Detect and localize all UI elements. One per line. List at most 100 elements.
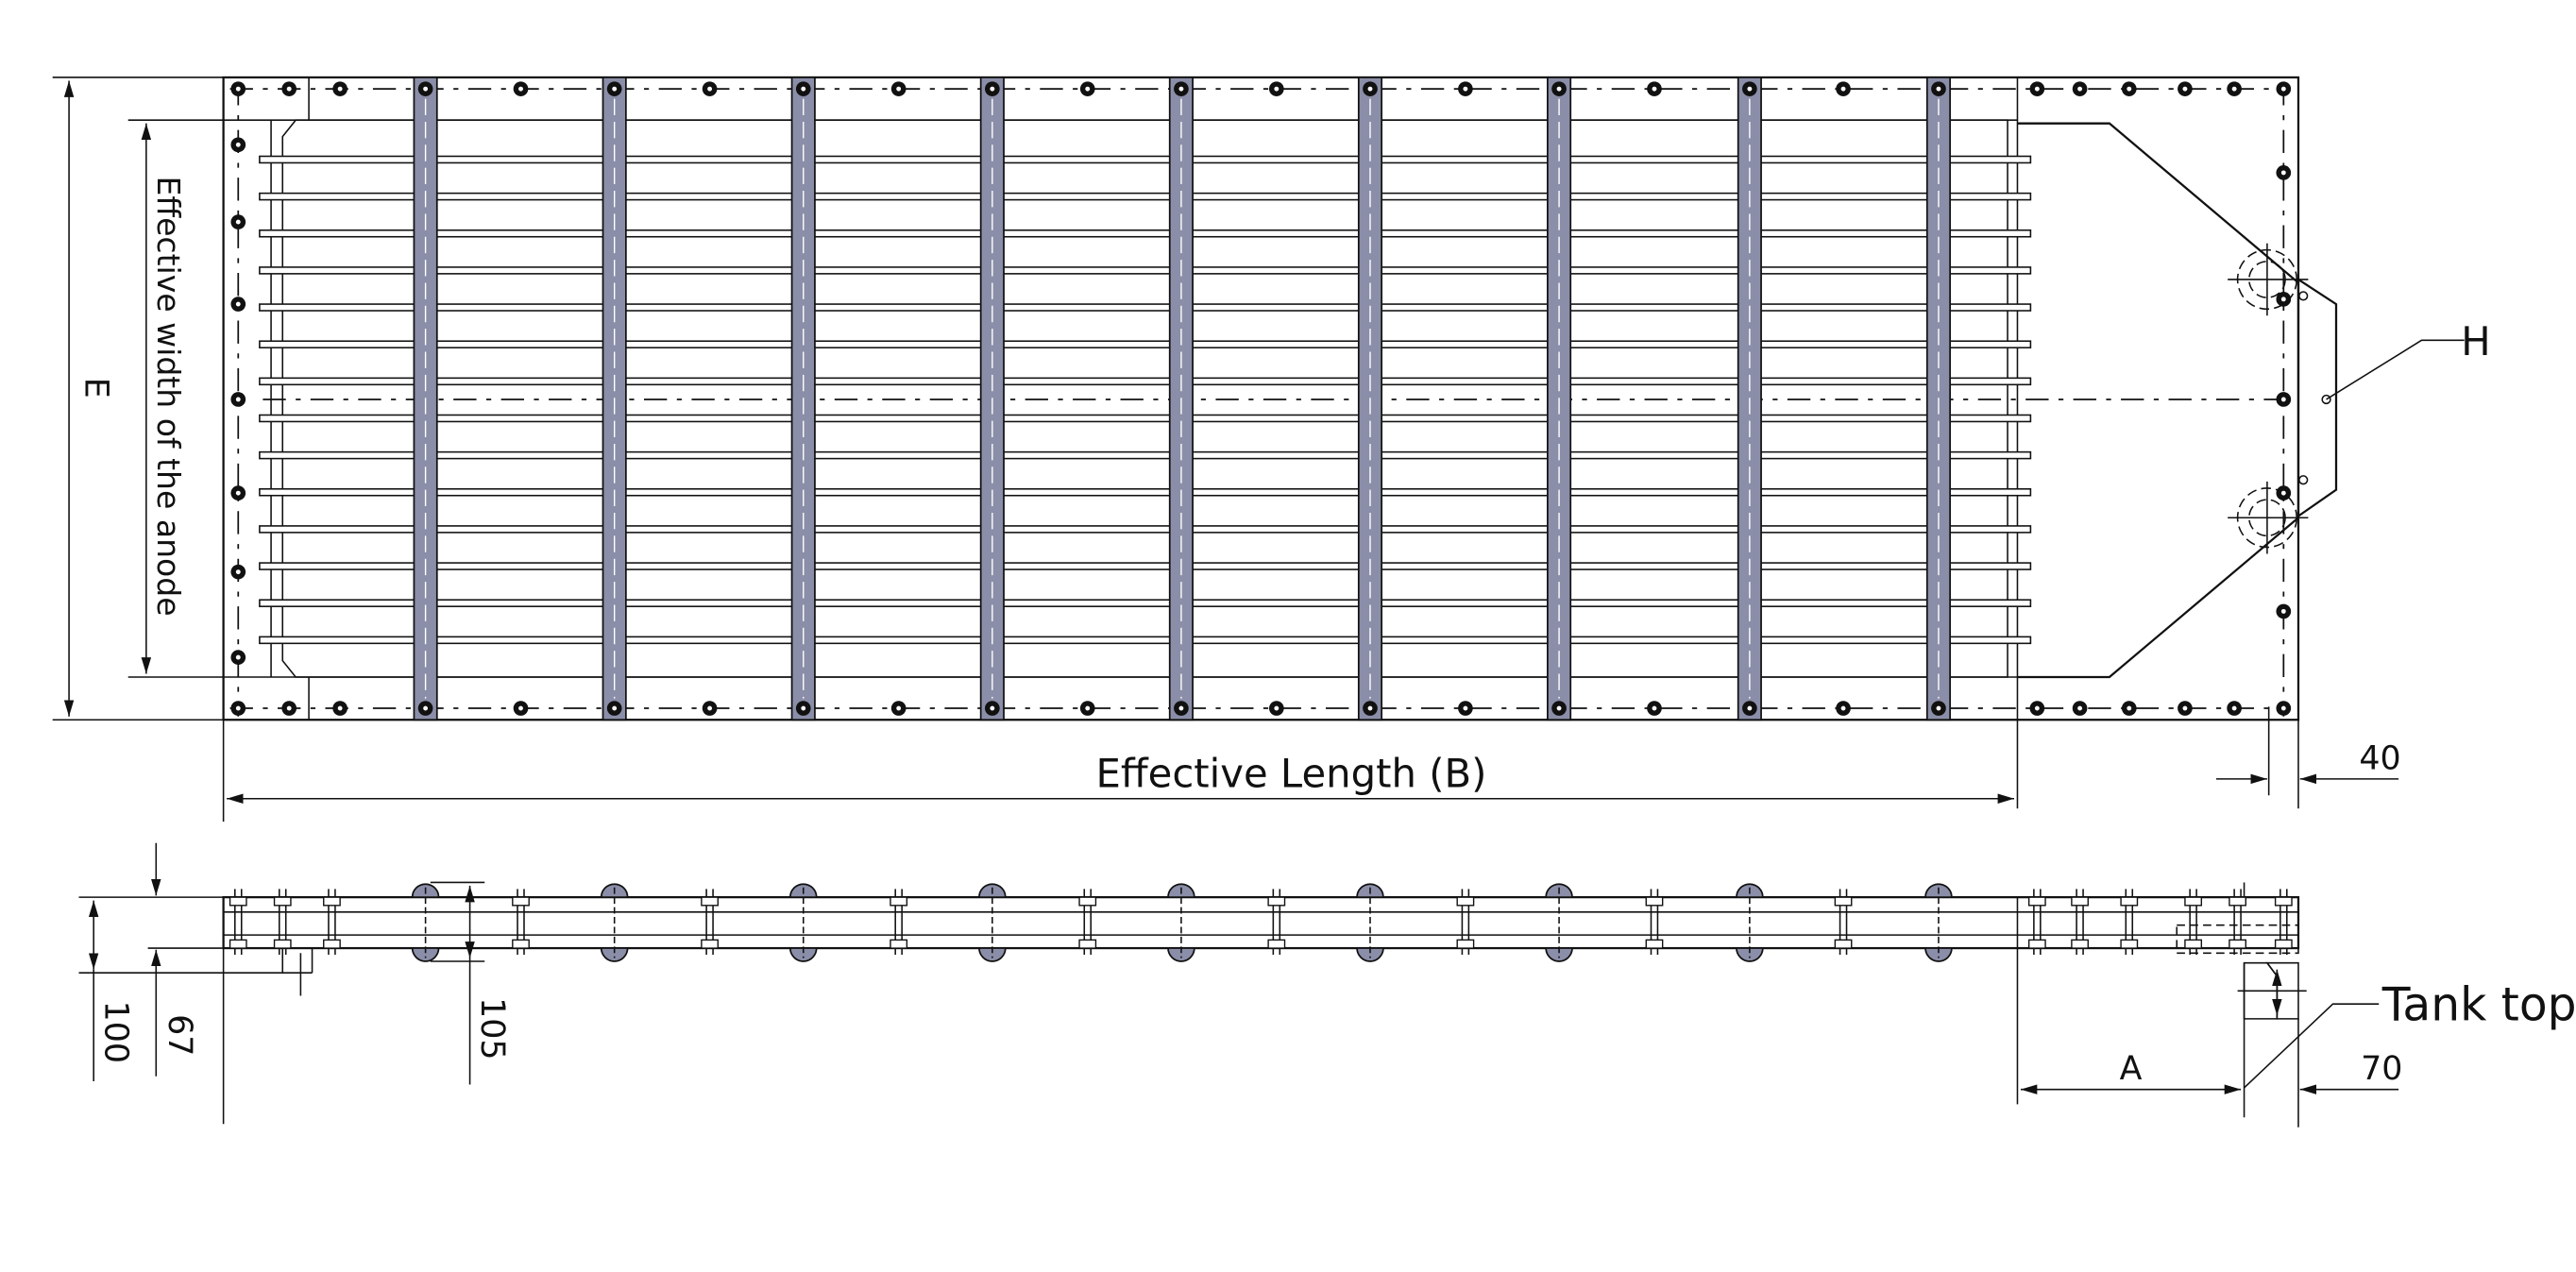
- bar-cap-bottom: [1356, 947, 1384, 962]
- bolt-hole: [518, 705, 523, 711]
- bar-cap-bottom: [1545, 947, 1573, 962]
- nut-icon: [2274, 896, 2293, 907]
- top-view: H: [222, 76, 2491, 721]
- nut-icon: [1456, 896, 1475, 907]
- bolt-hole: [1178, 86, 1184, 92]
- bolt-hole: [2280, 170, 2286, 176]
- bolt-hole: [1367, 86, 1373, 92]
- bolt-hole: [2231, 705, 2237, 711]
- dimension-40: 40: [2215, 706, 2401, 809]
- nut-icon: [229, 896, 247, 907]
- bolt-hole: [1085, 86, 1091, 92]
- bar-cap-bottom: [1736, 947, 1764, 962]
- bolt-hole: [1274, 705, 1280, 711]
- dimension-100: 100: [78, 896, 313, 1081]
- bolt-hole: [235, 142, 241, 147]
- tank-top-callout: Tank top: [2244, 979, 2576, 1089]
- bolt-hole: [235, 705, 241, 711]
- bolt-hole: [2077, 86, 2083, 92]
- bolt-hole: [235, 654, 241, 660]
- nut-icon: [1834, 896, 1853, 907]
- bolt-hole: [1840, 705, 1846, 711]
- bolt-hole: [2280, 705, 2286, 711]
- dim-70-label: 70: [2361, 1050, 2402, 1088]
- bar-cap-bottom: [600, 947, 629, 962]
- bolt-hole: [1936, 86, 1941, 92]
- dimension-effective-width: Effective width of the anode: [127, 119, 224, 678]
- nut-icon: [273, 939, 292, 949]
- bolt-hole: [896, 86, 902, 92]
- bolt-hole: [423, 705, 429, 711]
- nut-icon: [701, 939, 719, 949]
- bar-cap-bottom: [1924, 947, 1953, 962]
- bolt-hole: [1652, 86, 1657, 92]
- bar-cap-bottom: [978, 947, 1007, 962]
- bolt-hole: [286, 705, 292, 711]
- dashed-circle-upper: [2228, 243, 2309, 316]
- bolt-hole: [2077, 705, 2083, 711]
- bolt-hole: [1747, 86, 1753, 92]
- bolt-hole: [2280, 490, 2286, 496]
- nut-icon: [512, 896, 530, 907]
- hole-icon: [2321, 394, 2331, 405]
- bolt-hole: [2034, 86, 2040, 92]
- bolt-hole: [235, 569, 241, 575]
- anode-rod: [259, 192, 2032, 201]
- nut-icon: [2027, 939, 2046, 949]
- dimension-70: 70: [2297, 1018, 2402, 1128]
- bolt-hole: [2127, 705, 2132, 711]
- nut-icon: [1078, 939, 1097, 949]
- hole-icon: [2298, 475, 2309, 485]
- anode-rod: [259, 636, 2032, 645]
- nut-icon: [229, 939, 247, 949]
- dim-67-label: 67: [161, 1014, 198, 1056]
- bolt-hole: [1652, 705, 1657, 711]
- bolt-hole: [707, 86, 713, 92]
- e-label: E: [76, 378, 114, 399]
- nut-icon: [2274, 939, 2293, 949]
- bolt-hole: [1936, 705, 1941, 711]
- effective-width-label: Effective width of the anode: [150, 176, 187, 616]
- bolt-hole: [286, 86, 292, 92]
- dim-105-label: 105: [473, 997, 511, 1060]
- nut-icon: [890, 939, 908, 949]
- tank-top-label: Tank top: [2381, 979, 2576, 1032]
- bolt-hole: [235, 490, 241, 496]
- nut-icon: [273, 896, 292, 907]
- anode-rod: [259, 303, 2032, 312]
- side-body: [222, 895, 2300, 950]
- anode-rod: [259, 377, 2032, 386]
- bolt-hole: [2127, 86, 2132, 92]
- bolt-hole: [235, 219, 241, 225]
- nut-icon: [323, 896, 341, 907]
- nut-icon: [701, 896, 719, 907]
- anode-rod: [259, 414, 2032, 423]
- nut-icon: [1078, 896, 1097, 907]
- bolt-hole: [2280, 608, 2286, 614]
- dim-40-label: 40: [2359, 739, 2400, 777]
- dimension-effective-length: Effective Length (B): [222, 720, 2019, 823]
- contact-outline: [2017, 122, 2299, 679]
- nut-icon: [512, 939, 530, 949]
- side-fasteners: [229, 883, 2293, 962]
- nut-icon: [1267, 939, 1286, 949]
- nut-icon: [1267, 896, 1286, 907]
- bolt-hole: [1747, 705, 1753, 711]
- h-leader: [2326, 339, 2465, 400]
- nut-icon: [890, 896, 908, 907]
- bolt-hole: [896, 705, 902, 711]
- bolt-hole: [235, 301, 241, 307]
- bolt-hole: [337, 705, 343, 711]
- nut-icon: [2229, 939, 2246, 949]
- nut-icon: [2120, 939, 2139, 949]
- nut-icon: [2184, 939, 2203, 949]
- bolt-hole: [990, 86, 995, 92]
- bolt-hole: [423, 86, 429, 92]
- contact-block: [2176, 924, 2299, 955]
- nut-icon: [1834, 939, 1853, 949]
- bolt-hole: [612, 705, 618, 711]
- anode-rod: [259, 155, 2032, 164]
- nut-icon: [1456, 939, 1475, 949]
- bolt-hole: [1840, 86, 1846, 92]
